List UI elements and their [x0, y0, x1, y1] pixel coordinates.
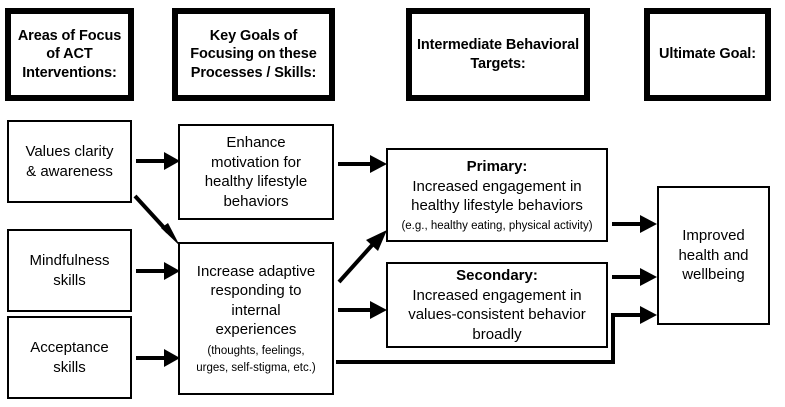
box-acceptance-skills: Acceptance skills [7, 316, 132, 399]
box-line: motivation for [210, 153, 302, 171]
box-line: skills [53, 271, 86, 289]
header-line: Key Goals of [209, 27, 298, 44]
box-improved-health-and-wellbeing: Improved health and wellbeing [657, 186, 770, 325]
box-line: Values clarity [25, 143, 114, 160]
header-line: Areas of [17, 27, 76, 44]
box-subtext-line: (e.g., healthy eating, physical activity… [401, 219, 593, 232]
header-line: Behavioral Targets: [470, 36, 580, 72]
box-line: Increase adaptive [196, 262, 316, 280]
box-line: Acceptance [30, 339, 109, 356]
box-subtext-line: urges, self-stigma, etc.) [196, 362, 316, 374]
header-line: Focus of ACT [46, 27, 122, 63]
box-mindfulness-skills: Mindfulness skills [7, 229, 132, 312]
box-enhance-motivation: Enhance motivation for healthy lifestyle… [178, 124, 334, 220]
box-line: Enhance [226, 134, 286, 151]
box-line: experiences [215, 321, 297, 339]
box-line: values-consistent behavior [408, 306, 586, 323]
box-line: responding to [210, 282, 302, 300]
box-line: behaviors [223, 192, 289, 210]
box-line: internal [231, 301, 281, 319]
box-line: wellbeing [682, 266, 745, 284]
box-increase-adaptive-responding: Increase adaptive responding to internal… [178, 242, 334, 395]
box-subtext-line: (thoughts, feelings, [207, 344, 305, 357]
box-line: broadly [472, 325, 522, 343]
box-line: health and [678, 246, 749, 264]
header-line: Focusing on these [190, 46, 317, 63]
box-line: & awareness [26, 162, 113, 180]
box-secondary-target: Secondary: Increased engagement in value… [386, 262, 608, 348]
header-line: Intermediate [416, 36, 502, 53]
box-primary-target: Primary: Increased engagement in healthy… [386, 148, 608, 242]
box-line: healthy lifestyle behaviors [411, 197, 583, 215]
header-line: Processes / Skills: [190, 64, 317, 81]
header-box-ultimate-goal: Ultimate Goal: [644, 8, 771, 101]
header-line: Ultimate [659, 46, 716, 63]
header-box-key-goals: Key Goals of Focusing on these Processes… [172, 8, 335, 101]
box-heading: Secondary: [456, 267, 538, 284]
box-line: Improved [682, 227, 745, 245]
box-values-clarity: Values clarity & awareness [7, 120, 132, 203]
header-box-areas-of-focus: Areas of Focus of ACT Interventions: [5, 8, 134, 101]
box-line: skills [53, 358, 86, 376]
header-box-intermediate-targets: Intermediate Behavioral Targets: [406, 8, 590, 101]
box-line: Increased engagement in [412, 177, 582, 195]
box-heading: Primary: [466, 158, 528, 176]
header-line: Goal: [719, 46, 756, 63]
header-line: Interventions: [22, 64, 117, 81]
box-line: Mindfulness [29, 252, 110, 269]
box-line: healthy lifestyle [204, 173, 308, 190]
box-line: Increased engagement in [412, 286, 582, 304]
